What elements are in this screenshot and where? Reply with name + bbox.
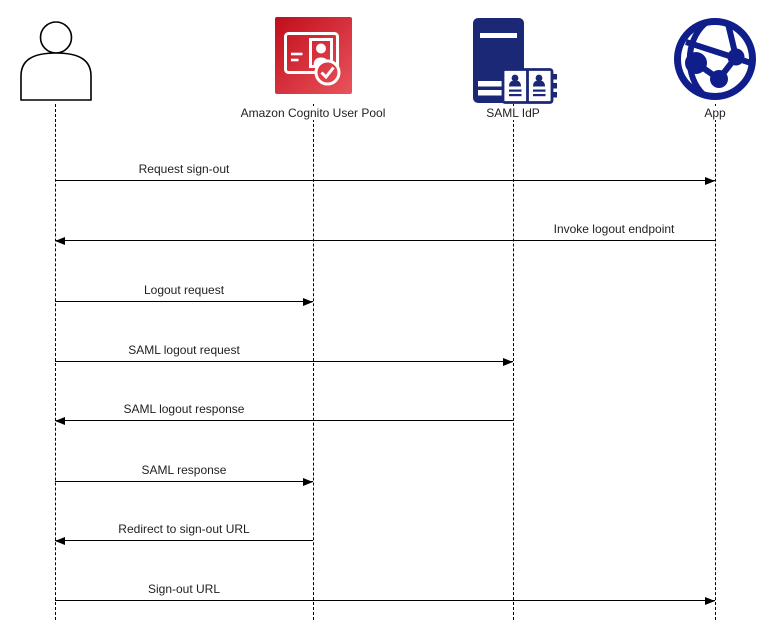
message-line — [55, 301, 313, 302]
lifeline-user — [55, 104, 56, 620]
message-line — [55, 600, 715, 601]
message-label: SAML logout request — [125, 343, 243, 357]
arrowhead-right-icon — [503, 357, 513, 366]
arrowhead-left-icon — [55, 416, 65, 425]
arrowhead-left-icon — [55, 536, 65, 545]
message-line — [55, 481, 313, 482]
saml-idp-server-icon — [473, 18, 557, 104]
arrowhead-left-icon — [55, 236, 65, 245]
arrowhead-right-icon — [705, 176, 715, 185]
message-label: Request sign-out — [135, 162, 233, 176]
message-line — [55, 240, 715, 241]
cognito-user-pool-icon — [275, 17, 352, 94]
message-label: SAML response — [138, 463, 230, 477]
actor-saml-idp — [469, 17, 559, 109]
message-label: Sign-out URL — [144, 582, 224, 596]
actor-app — [673, 17, 757, 106]
app-globe-icon — [674, 18, 756, 100]
message-label: Logout request — [140, 283, 228, 297]
message-line — [55, 180, 715, 181]
actor-label-cognito: Amazon Cognito User Pool — [237, 106, 389, 120]
lifeline-app — [715, 104, 716, 620]
message-label: Invoke logout endpoint — [550, 222, 678, 236]
actor-user — [19, 14, 93, 107]
arrowhead-right-icon — [705, 596, 715, 605]
lifeline-saml — [513, 104, 514, 620]
arrowhead-right-icon — [303, 477, 313, 486]
actor-cognito — [275, 17, 352, 99]
message-label: Redirect to sign-out URL — [115, 522, 253, 536]
actor-label-saml: SAML IdP — [483, 106, 543, 120]
message-line — [55, 420, 513, 421]
person-icon — [20, 21, 92, 101]
actor-label-app: App — [701, 106, 729, 120]
message-label: SAML logout response — [120, 402, 248, 416]
message-line — [55, 540, 313, 541]
message-line — [55, 361, 513, 362]
lifeline-cognito — [313, 104, 314, 620]
arrowhead-right-icon — [303, 297, 313, 306]
